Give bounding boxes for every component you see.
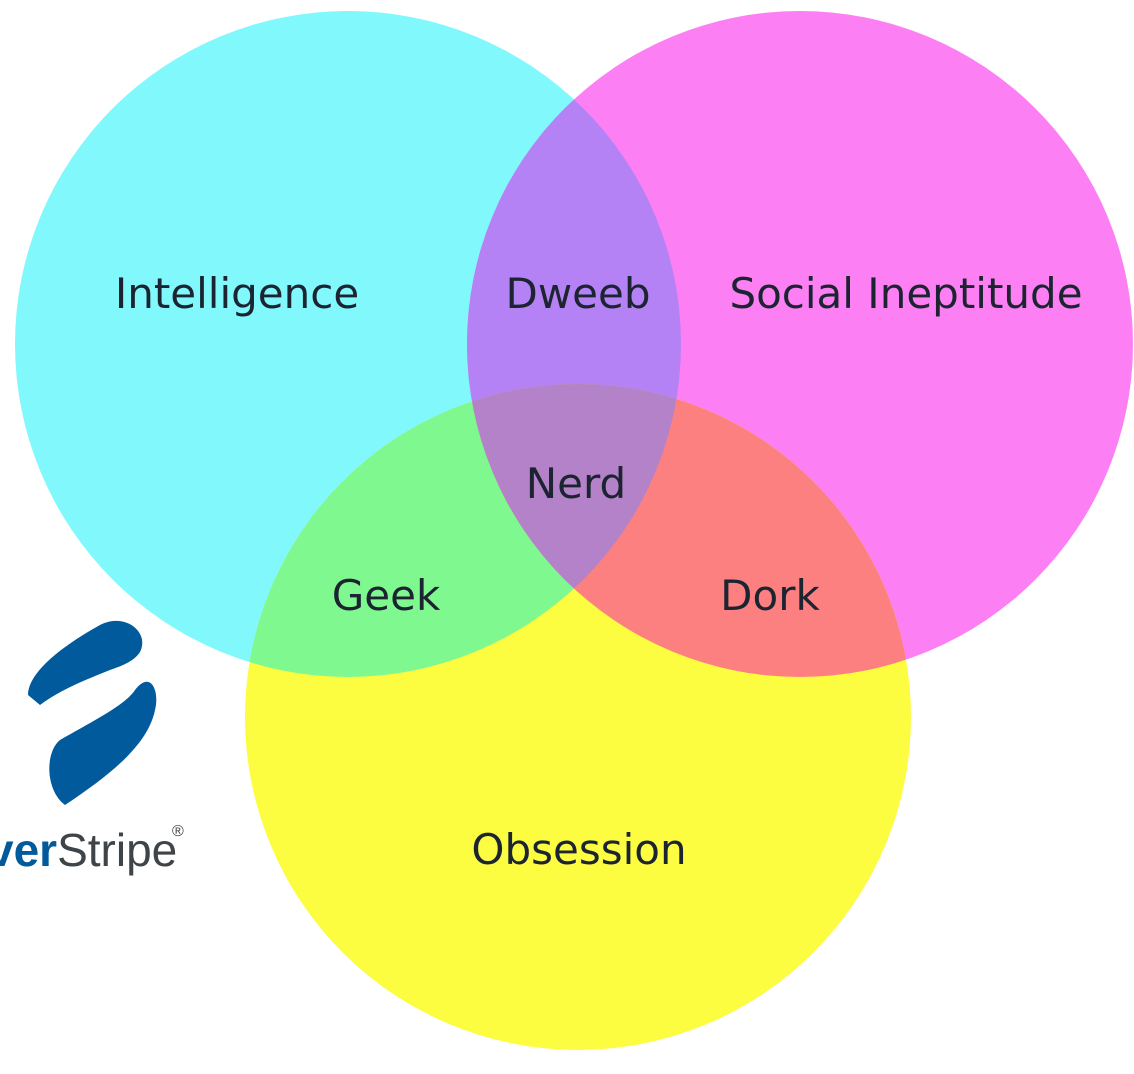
nerd-label: Nerd [526, 459, 626, 508]
trademark-symbol: ® [172, 823, 184, 840]
social-ineptitude-label: Social Ineptitude [729, 269, 1082, 318]
geek-label: Geek [332, 571, 441, 620]
dork-label: Dork [720, 571, 820, 620]
intelligence-label: Intelligence [115, 269, 359, 318]
obsession-label: Obsession [471, 825, 686, 874]
silverstripe-logo-icon [28, 620, 157, 805]
silverstripe-logo: verStripe ® [0, 620, 184, 876]
silverstripe-logo-wordmark: verStripe [0, 824, 177, 876]
dork-overlap-region [467, 384, 911, 677]
dweeb-label: Dweeb [505, 269, 650, 318]
geek-overlap-region [245, 384, 681, 677]
